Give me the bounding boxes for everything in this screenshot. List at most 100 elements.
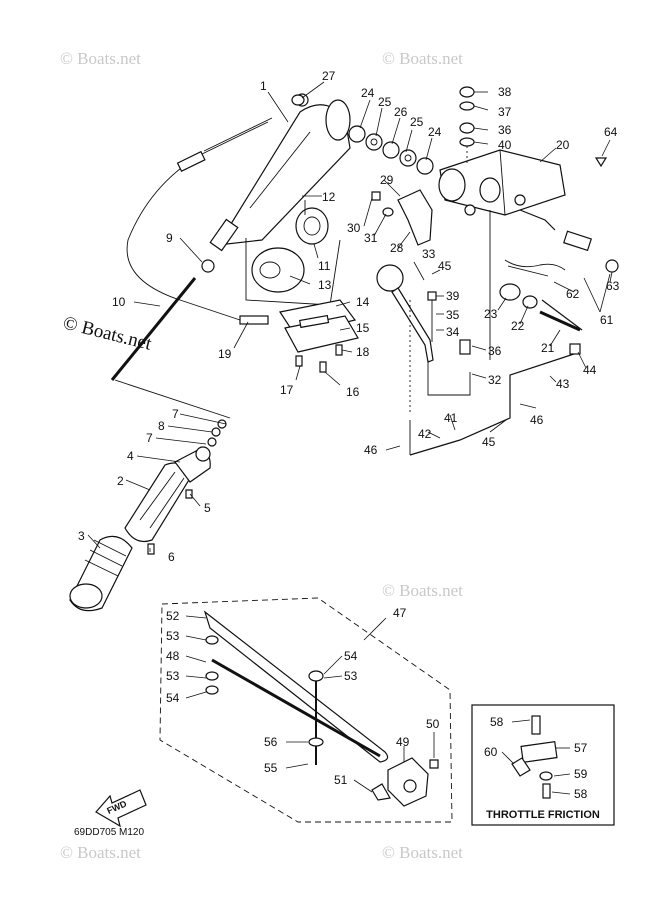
callout-43: 43: [556, 377, 570, 391]
assembly-47-frame: [159, 597, 453, 823]
callout-11: 11: [318, 259, 331, 273]
callout-24a: 24: [361, 86, 375, 100]
callout-42: 42: [418, 427, 432, 441]
callout-7b: 7: [146, 431, 153, 445]
callout-54a: 54: [344, 649, 358, 663]
callout-49: 49: [396, 735, 410, 749]
callout-61: 61: [600, 313, 614, 327]
callout-13: 13: [318, 278, 332, 292]
callout-4: 4: [127, 449, 134, 463]
callout-46b: 46: [530, 413, 544, 427]
callout-35: 35: [446, 308, 460, 322]
callout-58a: 58: [490, 715, 504, 729]
callout-38: 38: [498, 85, 512, 99]
callout-17: 17: [280, 383, 294, 397]
callout-24b: 24: [428, 125, 442, 139]
callout-12: 12: [322, 190, 336, 204]
callout-51: 51: [334, 773, 348, 787]
callout-21: 21: [541, 341, 555, 355]
fwd-arrow: FWD: [95, 789, 147, 828]
callout-59: 59: [574, 767, 588, 781]
callout-57: 57: [574, 741, 588, 755]
leader-lines: [87, 81, 613, 795]
callout-63: 63: [606, 279, 620, 293]
watermark-main: © Boats.net: [61, 312, 155, 354]
throttle-cable: [126, 117, 273, 325]
callout-48: 48: [166, 649, 180, 663]
callout-46a: 46: [364, 443, 378, 457]
callout-56: 56: [264, 735, 278, 749]
callout-58b: 58: [574, 787, 588, 801]
callout-8: 8: [158, 419, 165, 433]
callout-19: 19: [218, 347, 232, 361]
callout-6: 6: [168, 550, 175, 564]
callout-27: 27: [322, 69, 336, 83]
throttle-friction-inset: THROTTLE FRICTION: [471, 704, 615, 826]
callout-28: 28: [390, 241, 404, 255]
callout-26: 26: [394, 105, 408, 119]
callout-33: 33: [422, 247, 436, 261]
callout-22: 22: [511, 319, 525, 333]
callout-45a: 45: [438, 259, 452, 273]
shift-lever: [376, 210, 583, 456]
small-hardware: [291, 94, 433, 246]
callout-45b: 45: [482, 435, 496, 449]
diagram-code: 69DD705 M120: [74, 827, 144, 838]
callout-37: 37: [498, 105, 512, 119]
nut-stack: [459, 86, 475, 165]
callout-25a: 25: [378, 95, 392, 109]
handle-grip: [69, 419, 227, 612]
callout-16: 16: [346, 385, 360, 399]
callout-7a: 7: [172, 407, 179, 421]
callout-36a: 36: [498, 123, 512, 137]
link-rod: [110, 259, 231, 419]
callout-64: 64: [604, 125, 618, 139]
callout-52: 52: [166, 609, 180, 623]
callout-3: 3: [78, 529, 85, 543]
washer-stack: [348, 125, 434, 175]
callout-34: 34: [446, 325, 460, 339]
callout-55: 55: [264, 761, 278, 775]
callout-1: 1: [260, 79, 267, 93]
callout-62: 62: [566, 287, 580, 301]
callout-40: 40: [498, 138, 512, 152]
callout-25b: 25: [410, 115, 424, 129]
engine-bracket: [438, 149, 566, 216]
wire-harness: [499, 157, 619, 332]
callout-47: 47: [393, 606, 407, 620]
callout-30: 30: [347, 221, 361, 235]
remote-control-box: [209, 93, 351, 252]
callout-32: 32: [488, 373, 502, 387]
callout-9: 9: [166, 231, 173, 245]
callout-36b: 36: [488, 344, 502, 358]
callout-53c: 53: [344, 669, 358, 683]
callout-31: 31: [364, 231, 378, 245]
callout-23: 23: [484, 307, 498, 321]
callout-labels: 1 2 3 4 5 6 7 7 8 9 10 11 12 13 14 15 16…: [78, 69, 620, 801]
callout-41: 41: [444, 411, 458, 425]
callout-53b: 53: [166, 669, 180, 683]
watermark: © Boats.net: [382, 49, 463, 68]
callout-54b: 54: [166, 691, 180, 705]
callout-5: 5: [204, 501, 211, 515]
callout-53a: 53: [166, 629, 180, 643]
sheave-assembly: [245, 200, 341, 306]
callout-29: 29: [380, 173, 394, 187]
watermark: © Boats.net: [382, 581, 463, 600]
callout-14: 14: [356, 295, 370, 309]
callout-10: 10: [112, 295, 126, 309]
watermark: © Boats.net: [60, 49, 141, 68]
callout-50: 50: [426, 717, 440, 731]
bracket-plates: [279, 299, 359, 373]
callout-60: 60: [484, 745, 498, 759]
callout-39: 39: [446, 289, 460, 303]
callout-15: 15: [356, 321, 370, 335]
callout-18: 18: [356, 345, 370, 359]
callout-20: 20: [556, 138, 570, 152]
watermark: © Boats.net: [382, 843, 463, 862]
inset-title: THROTTLE FRICTION: [486, 809, 600, 821]
watermark: © Boats.net: [60, 843, 141, 862]
callout-44: 44: [583, 363, 597, 377]
